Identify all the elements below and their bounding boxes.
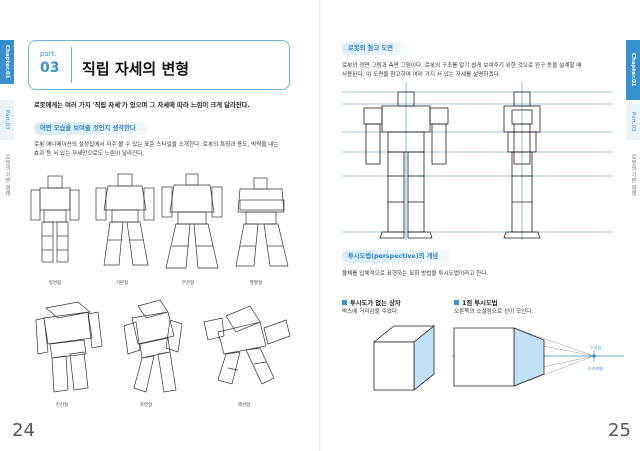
perspective-heading: 투시도법(perspective)의 개념 <box>342 250 451 263</box>
section-body-line: 로봇 애니메이션의 설정집에서 자주 볼 수 있는 표준 스타일을 소개한다. … <box>34 142 279 148</box>
ref-body: 로봇의 정면 그림과 측면 그림이다. 로봇의 구조를 알기 쉽게 보여주기 위… <box>342 62 618 80</box>
sub1-heading: 투시도가 없는 상자 <box>342 298 401 307</box>
one-point-perspective <box>452 327 624 387</box>
ref-body-line: 사용된다. 이 도면을 참고하여 여러 가지 서 있는 자세를 설명하겠다. <box>342 72 501 78</box>
ref-heading: 로봇의 참고 도면 <box>342 42 405 55</box>
intro-text: 로봇에게는 여러 가지 '직립 자세'가 있으며 그 자세에 따라 느낌이 크게… <box>34 102 250 109</box>
eye-level-label: 아이레벨 <box>588 366 603 371</box>
page-title: 직립 자세의 변형 <box>82 60 190 78</box>
part-label: part. <box>40 50 57 58</box>
sub1-body: 박스에 거리감을 주었다. <box>342 309 399 315</box>
robot-front-view <box>363 91 449 239</box>
sub1-heading-text: 투시도가 없는 상자 <box>350 300 401 307</box>
caption-fullbody: 전신형 <box>55 403 69 408</box>
topic-tab: 로봇의 기본 형태 <box>0 150 14 200</box>
caption-action: 액션형 <box>237 403 251 408</box>
caption-armscrossed: 팔짱형 <box>249 281 263 286</box>
robot-fullbody <box>35 301 103 393</box>
topic-tab-right: 로봇의 기본 형태 <box>626 150 640 200</box>
part-tab-label: Part.03 <box>630 112 636 132</box>
page-number-left: 24 <box>12 420 35 441</box>
cube-no-perspective <box>372 325 436 391</box>
reference-drawing <box>342 82 612 240</box>
left-page: Chapter.01 Part.03 로봇의 기본 형태 part. 03 직립… <box>0 40 294 441</box>
robot-sketches-row2 <box>35 299 291 393</box>
gutter <box>319 0 321 451</box>
caption-side: 측면형 <box>139 403 153 408</box>
square-bullet-icon <box>454 300 459 305</box>
robot-basic <box>95 173 155 266</box>
part-tab-right: Part.03 <box>626 104 640 140</box>
vanishing-point-label: 소실점 <box>590 345 602 350</box>
section-body: 로봇 애니메이션의 설정집에서 자주 볼 수 있는 표준 스타일을 소개한다. … <box>34 141 294 159</box>
robot-action <box>203 305 291 385</box>
perspective-body: 물체를 입체적으로 표현하는 묘화 방법을 투시도법이라고 한다. <box>342 271 489 277</box>
ref-body-line: 로봇의 정면 그림과 측면 그림이다. 로봇의 구조를 알기 쉽게 보여주기 위… <box>342 63 582 69</box>
part-box <box>34 47 72 83</box>
robot-front <box>30 175 80 263</box>
topic-tab-label: 로봇의 기본 형태 <box>630 154 636 196</box>
part-tab-label: Part.03 <box>4 110 10 130</box>
chapter-tab-right: Chapter.01 <box>626 40 640 100</box>
caption-lowangle: 부감형 <box>181 281 195 286</box>
sub2-body: 오른쪽의 소실점으로 선이 모인다. <box>454 309 534 315</box>
page-number-right: 25 <box>608 420 631 441</box>
chapter-tab: Chapter.01 <box>0 40 14 84</box>
chapter-tab-label: Chapter.01 <box>630 53 636 87</box>
robot-armscrossed <box>235 177 289 267</box>
topic-tab-label: 로봇의 기본 형태 <box>4 154 10 196</box>
part-number: 03 <box>40 60 60 76</box>
chapter-tab-label: Chapter.01 <box>4 45 10 79</box>
caption-basic: 기본형 <box>115 281 129 286</box>
sub2-heading-text: 1점 투시도법 <box>462 300 498 307</box>
sub2-heading: 1점 투시도법 <box>454 298 498 307</box>
section-heading: 어떤 모습을 보여줄 것인지 생각한다 <box>34 122 148 135</box>
right-page: Chapter.01 Part.03 로봇의 기본 형태 로봇의 참고 도면 로… <box>320 0 640 451</box>
robot-sketches-row1 <box>30 173 289 269</box>
square-bullet-icon <box>342 300 347 305</box>
robot-side <box>123 299 183 393</box>
caption-front: 정면형 <box>48 281 62 286</box>
robot-lowangle <box>161 173 223 269</box>
robot-side-view <box>503 91 541 239</box>
part-tab: Part.03 <box>0 100 14 140</box>
section-body-line: 효과 등 서 있는 자세만으로도 느낌이 달라진다. <box>34 151 145 157</box>
